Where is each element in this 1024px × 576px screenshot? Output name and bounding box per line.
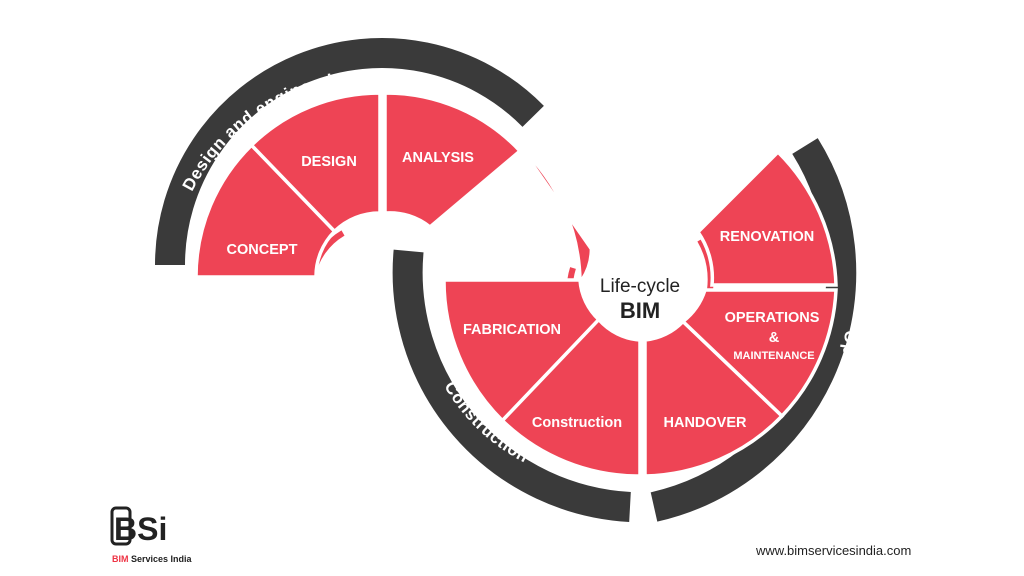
- segment-operations-maintenance: [680, 288, 838, 419]
- segment-construction: [499, 317, 642, 478]
- center-title-line2: BIM: [620, 298, 660, 323]
- stage-label-maintenance: MAINTENANCE: [733, 350, 814, 362]
- bsi-logo: BSi BIM Services India: [110, 506, 193, 564]
- logo-name: BIM Services India: [112, 554, 193, 564]
- stage-label-analysis: ANALYSIS: [402, 150, 474, 166]
- segment-concept: [194, 142, 338, 279]
- segment-handover: [643, 319, 785, 478]
- segment-analysis: [383, 91, 523, 230]
- stage-label-concept: CONCEPT: [227, 242, 298, 258]
- stage-label-renovation: RENOVATION: [720, 229, 815, 245]
- logo-mark: BSi: [114, 511, 167, 547]
- operations-band: [650, 138, 857, 522]
- stage-label-scheduling: SCHEDULING: [449, 235, 545, 251]
- stage-label-fabrication: FABRICATION: [463, 322, 561, 338]
- design-band: [155, 38, 544, 266]
- construction-band: [392, 249, 631, 522]
- center-title-line1: Life-cycle: [600, 276, 680, 297]
- website-url: www.bimservicesindia.com: [755, 543, 911, 558]
- stage-label-operations: OPERATIONS: [725, 310, 820, 326]
- stage-label-construction: Construction: [532, 415, 622, 431]
- logo-b-frame: [110, 506, 132, 546]
- segment-fabrication: [442, 278, 602, 424]
- stage-label-ampersand: &: [769, 330, 780, 346]
- stage-label-handover: HANDOVER: [664, 415, 748, 431]
- segment-design: [249, 91, 382, 234]
- stage-label-design: DESIGN: [301, 154, 357, 170]
- segment-scheduling: [519, 145, 594, 282]
- segment-renovation: [695, 149, 838, 287]
